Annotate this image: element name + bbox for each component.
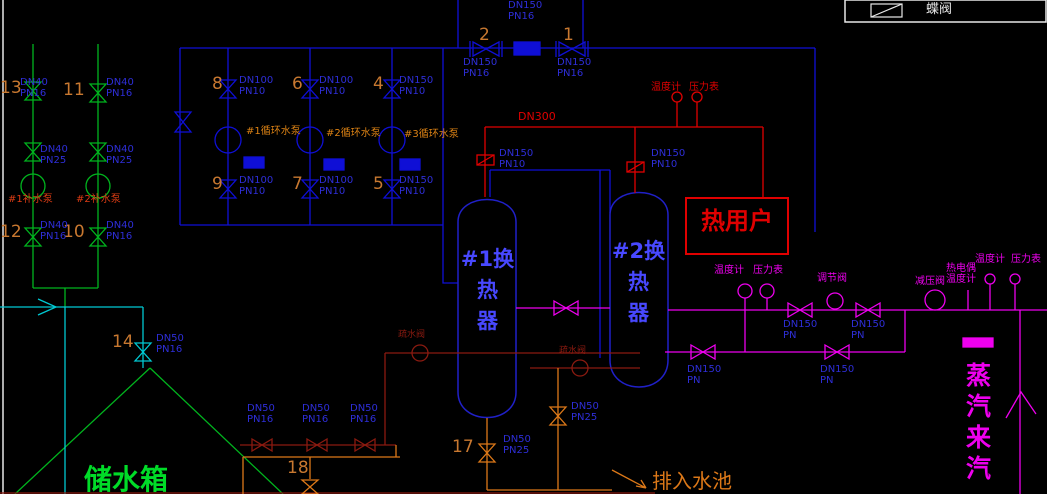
feed-line [0,298,153,494]
circ-pump-2 [296,126,324,154]
gauge-stems-2 [744,298,768,310]
valve-9 [218,179,238,199]
drain-lines [242,368,612,494]
thermometer-3 [984,273,996,285]
flex-joint-2 [323,158,345,171]
dn300-lines [484,126,764,198]
butterfly-valve-symbol [870,3,903,18]
crossover-valve [553,299,579,317]
regulating-valve [826,292,844,310]
drain-valve-a [251,437,273,453]
drain-valve-2 [548,406,568,426]
heat-user-box [685,197,789,255]
flow-meter [513,41,541,56]
butterfly-valve-2 [626,161,645,173]
circulation-piping [173,0,816,358]
circ-pump-1 [214,126,242,154]
thermometer-1 [671,91,683,103]
heat-exchangers [457,191,669,419]
heat-supply-piping [476,91,789,255]
drain-valve-c [354,437,376,453]
legend-box [844,0,1047,23]
makeup-water-piping [14,44,284,494]
valve-10 [88,227,108,247]
steam-trap-1 [411,344,429,362]
valve-6 [300,79,320,99]
heat-exchanger-2 [609,191,669,388]
heat-exchanger-1 [457,198,517,419]
drain-piping [242,368,647,494]
bypass-valve [824,343,850,361]
condensate-lines [0,352,655,494]
valve-14 [133,342,153,362]
circ-pump-3 [378,126,406,154]
check-valve-riser [173,111,193,133]
return-header-lines [442,169,611,358]
steam-trap-2 [571,359,589,377]
steam-piping [516,273,1047,494]
gauge-stems-1 [676,102,698,127]
pressure-gauge-3 [1009,273,1021,285]
drain-valve-b [306,437,328,453]
steam-valve-2 [855,301,881,319]
pump-manifold-lines [179,47,816,232]
flex-joint-1 [243,156,265,169]
valve-13 [23,81,43,101]
steam-flow-arrow [1005,390,1037,419]
storage-tank-roof [14,367,284,494]
valve-18 [300,479,320,494]
butterfly-valve-symbol-diagonal [870,3,903,18]
condensate-valve [690,343,716,361]
drain-pool-arrow [611,469,647,489]
top-riser-lines [457,0,584,48]
gauge-stems-3 [967,284,1016,310]
check-valve-2 [88,142,108,162]
thermometer-2 [737,283,753,299]
steam-main-lines [665,309,1047,494]
valve-12 [23,227,43,247]
butterfly-valve-1-diag [476,154,495,166]
steam-valve-1 [787,301,813,319]
condensate-piping [0,344,655,494]
makeup-riser-lines [32,44,99,307]
flow-arrow [37,298,58,316]
pressure-gauge-2 [759,283,775,299]
makeup-pump-1 [20,173,46,199]
valve-8 [218,79,238,99]
valve-1 [555,40,589,58]
reducing-valve [924,289,946,311]
steam-flow-element [962,337,994,348]
pressure-gauge-1 [691,91,703,103]
valve-4 [382,79,402,99]
valve-2 [469,40,503,58]
valve-5 [382,179,402,199]
valve-7 [300,179,320,199]
valve-11 [88,83,108,103]
check-valve-1 [23,142,43,162]
butterfly-valve-1 [476,154,495,166]
makeup-pump-2 [85,173,111,199]
feed-lines [0,306,144,494]
valve-17 [477,443,497,463]
butterfly-valve-2-diag [626,161,645,173]
flex-joint-3 [399,158,421,171]
